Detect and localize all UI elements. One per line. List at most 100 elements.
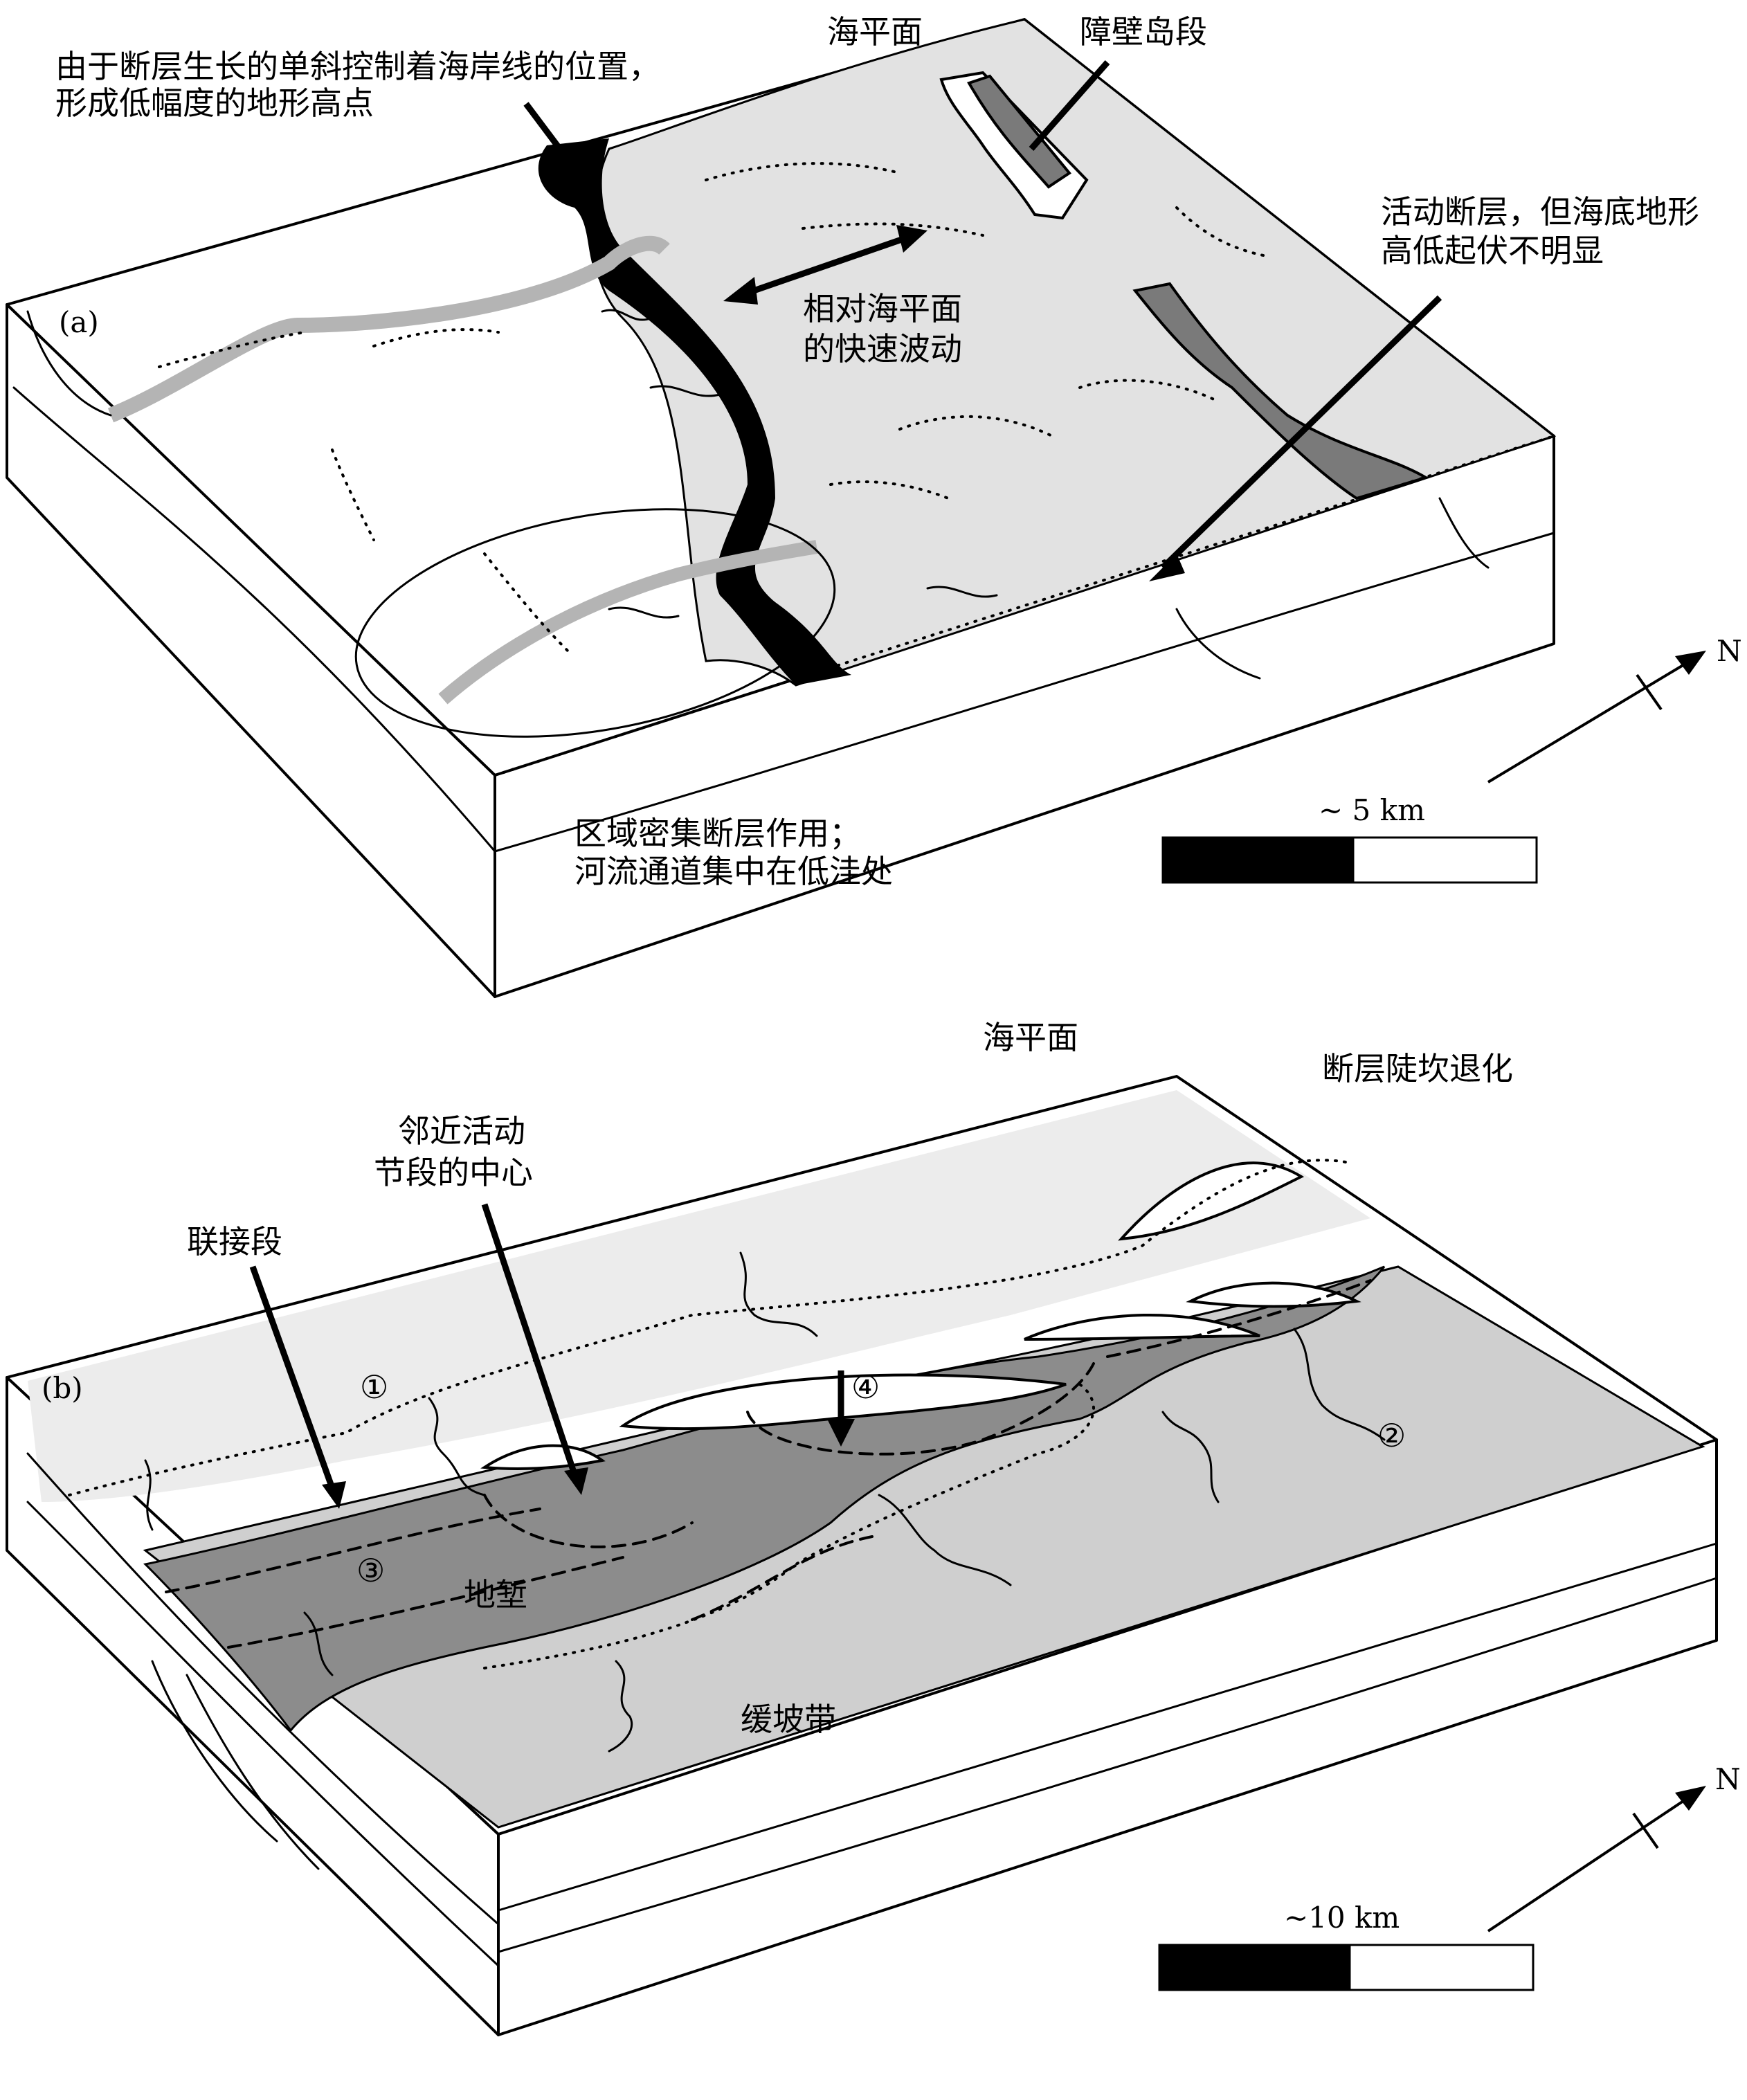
panel-b-north-arrow: N bbox=[1487, 1762, 1741, 1932]
panel-a-sea bbox=[591, 18, 1557, 687]
panel-b-subsidence-arrow-head bbox=[827, 1419, 855, 1447]
panel-a-active-fault-note-1: 活动断层，但海底地形 bbox=[1381, 193, 1699, 230]
panel-a: (a) 海平面 障壁岛段 由于断层生长的单斜控制着海岸线的位置， 形成低幅度的地… bbox=[6, 13, 1742, 998]
panel-b-side-fault bbox=[185, 1674, 320, 1870]
panel-b-graben-dash bbox=[691, 1535, 874, 1621]
panel-a-barrier-island bbox=[967, 74, 1071, 189]
panel-a-sea-level: 海平面 bbox=[827, 13, 923, 51]
panel-b-graben-dash bbox=[227, 1556, 624, 1649]
panel-a-contour bbox=[898, 415, 1053, 437]
north-arrow-tick bbox=[1636, 673, 1663, 711]
panel-a-contour bbox=[372, 328, 500, 347]
panel-a-label: (a) bbox=[59, 305, 99, 339]
panel-b-sea-light bbox=[28, 1090, 1370, 1502]
panel-a-side-layer bbox=[494, 532, 1555, 853]
panel-a-contour bbox=[158, 331, 306, 368]
panel-b-graben-dash bbox=[483, 1494, 694, 1548]
panel-b-scale-label: ~10 km bbox=[1284, 1901, 1400, 1935]
panel-a-fault-island bbox=[1132, 282, 1429, 500]
panel-b-sediment-path bbox=[1293, 1328, 1386, 1441]
panel-b-marker-1: ① bbox=[360, 1368, 388, 1406]
panel-a-fault-zone-ellipse bbox=[354, 508, 836, 738]
panel-b-scale-bar: ~10 km bbox=[1158, 1901, 1535, 1991]
panel-a-side-fault bbox=[1438, 497, 1490, 569]
panel-a-edge-dotted bbox=[494, 435, 1555, 777]
panel-a-sea-level-arrow bbox=[732, 232, 915, 301]
panel-b-side-layer bbox=[497, 1577, 1718, 1953]
panel-b-block-side bbox=[497, 1438, 1718, 2036]
panel-b-graben-dash bbox=[746, 1362, 1095, 1456]
panel-a-arrowhead bbox=[896, 225, 927, 253]
panel-b-fault-scarp bbox=[619, 1373, 1067, 1431]
panel-a-river-upper bbox=[107, 235, 670, 423]
panel-a-contour bbox=[829, 480, 950, 500]
panel-a-river-lower bbox=[438, 540, 818, 705]
panel-a-hachure bbox=[601, 309, 652, 321]
panel-a-monocline-note-2: 形成低幅度的地形高点 bbox=[55, 84, 374, 122]
panel-b-shoreline bbox=[68, 1159, 1351, 1496]
scale-segment-black bbox=[1158, 1944, 1351, 1991]
panel-b-scarp-degradation: 断层陡坎退化 bbox=[1322, 1050, 1513, 1087]
panel-b-linkage-pointer bbox=[249, 1265, 336, 1490]
panel-a-fault-pointer bbox=[1160, 295, 1442, 570]
panel-a-side-layer bbox=[12, 386, 496, 853]
panel-a-arrowhead bbox=[723, 277, 758, 305]
panel-a-active-fault-note-2: 高低起伏不明显 bbox=[1381, 232, 1604, 269]
panel-b: (b) 海平面 断层陡坎退化 邻近活动 节段的中心 联接段 地堑 缓坡带 ① ②… bbox=[6, 1019, 1741, 2036]
panel-a-monocline-note-1: 由于断层生长的单斜控制着海岸线的位置， bbox=[55, 48, 660, 85]
panel-a-coastal-strip bbox=[538, 138, 851, 685]
panel-b-side-layer bbox=[26, 1501, 500, 1967]
panel-b-sediment-path bbox=[878, 1494, 1012, 1586]
panel-b-north-label: N bbox=[1715, 1762, 1741, 1796]
panel-b-ramp-boundary bbox=[483, 1383, 1095, 1669]
panel-a-scale-label: ~ 5 km bbox=[1319, 793, 1425, 827]
scale-segment-black bbox=[1161, 836, 1355, 884]
panel-b-active-segment-center-2: 节段的中心 bbox=[374, 1154, 533, 1191]
panel-a-sea-level-fluctuation-2: 的快速波动 bbox=[803, 330, 962, 368]
panel-b-side-fault bbox=[151, 1660, 278, 1843]
panel-b-active-segment-center-1: 邻近活动 bbox=[398, 1112, 525, 1150]
north-arrow-head bbox=[1675, 1786, 1706, 1811]
panel-b-sediment-path bbox=[428, 1397, 486, 1496]
panel-a-contour bbox=[1078, 379, 1220, 403]
panel-a-contour bbox=[1175, 206, 1268, 257]
panel-a-barrier-pointer bbox=[1029, 60, 1110, 151]
panel-b-sediment-path bbox=[303, 1611, 334, 1676]
panel-b-fault-scarp bbox=[1118, 1161, 1305, 1241]
panel-b-graben-label: 地堑 bbox=[464, 1576, 527, 1613]
panel-b-center-pointer bbox=[481, 1203, 578, 1476]
panel-a-north-label: N bbox=[1717, 634, 1742, 668]
panel-a-contour bbox=[705, 162, 901, 181]
panel-a-contour bbox=[331, 449, 375, 541]
panel-b-marker-4: ④ bbox=[851, 1368, 880, 1406]
panel-b-linkage-pointer-head bbox=[322, 1481, 346, 1509]
panel-a-scale-bar: ~ 5 km bbox=[1161, 793, 1538, 884]
panel-b-center-pointer-head bbox=[564, 1467, 588, 1495]
panel-a-sea-level-fluctuation-1: 相对海平面 bbox=[803, 290, 962, 327]
panel-b-sediment-path bbox=[1161, 1411, 1220, 1503]
scale-segment-white bbox=[1348, 1944, 1535, 1991]
scale-segment-white bbox=[1352, 836, 1538, 884]
north-arrow-head bbox=[1675, 651, 1706, 675]
panel-a-side-fault bbox=[26, 310, 112, 417]
panel-b-fault-scarp bbox=[1024, 1313, 1260, 1341]
panel-a-hachure bbox=[926, 586, 998, 598]
north-arrow-tick bbox=[1632, 1812, 1659, 1849]
panel-a-regional-faulting-note-2: 河流通道集中在低洼处 bbox=[574, 853, 893, 890]
panel-b-sediment-path bbox=[739, 1251, 818, 1337]
north-arrow-shaft bbox=[1487, 656, 1697, 784]
panel-b-graben-dash bbox=[1106, 1279, 1372, 1358]
panel-a-hachure bbox=[608, 606, 680, 619]
north-arrow-shaft bbox=[1487, 1791, 1697, 1932]
panel-b-ramp-zone-label: 缓坡带 bbox=[741, 1701, 836, 1738]
panel-a-side-fault bbox=[1175, 608, 1261, 680]
panel-a-contour bbox=[802, 222, 984, 237]
panel-b-sediment-path bbox=[144, 1459, 154, 1531]
panel-b-label: (b) bbox=[42, 1371, 83, 1405]
panel-a-hachure bbox=[649, 385, 721, 397]
panel-a-north-arrow: N bbox=[1487, 634, 1742, 784]
panel-a-fault-pointer-head bbox=[1149, 554, 1185, 581]
panel-a-regional-faulting-note-1: 区域密集断层作用； bbox=[574, 815, 861, 852]
panel-b-linkage-segment: 联接段 bbox=[187, 1223, 282, 1260]
